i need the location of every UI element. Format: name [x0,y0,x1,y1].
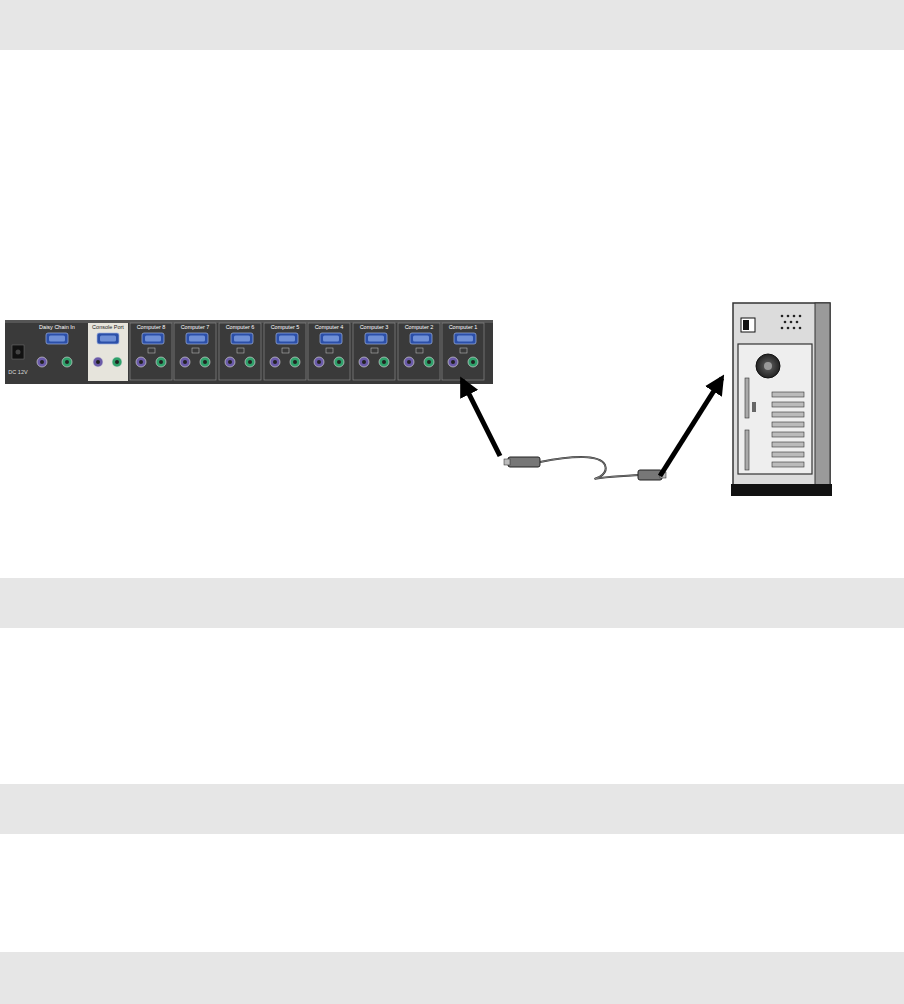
panel-label: Computer 3 [360,325,389,331]
panel-label: Computer 5 [271,325,300,331]
panel-label: Computer 8 [137,325,166,331]
panel-label: Computer 4 [315,325,344,331]
panel-label: Computer 6 [226,325,255,331]
panel-label: Daisy Chain In [39,325,75,331]
panel-label: DC 12V [8,370,27,376]
panel-label: Computer 7 [181,325,210,331]
panel-label: Computer 1 [449,325,478,331]
panel-label: Computer 2 [405,325,434,331]
kvm-switch [5,320,493,384]
computer-tower [731,303,832,496]
cable [504,457,666,480]
panel-label: Console Port [92,325,124,331]
pointer-arrow [462,378,722,476]
